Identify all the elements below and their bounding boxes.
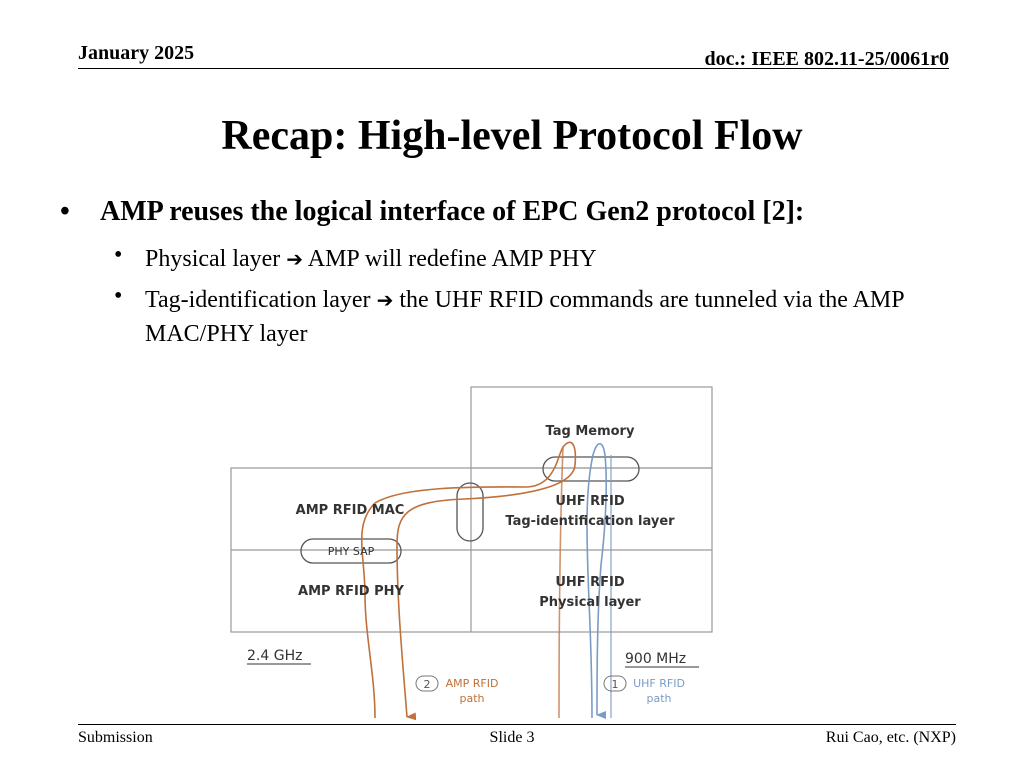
bullet-dot: •	[60, 196, 70, 227]
header-divider	[78, 68, 949, 69]
physical-layer-label: Physical layer	[539, 595, 641, 610]
sub-bullet-physical-text: AMP will redefine AMP PHY	[307, 246, 597, 272]
frequency-900mhz-label: 900 MHz	[625, 651, 686, 667]
uhf-rfid-path	[586, 442, 612, 720]
tag-memory-label: Tag Memory	[546, 424, 635, 439]
amp-rfid-path-label-2: path	[459, 692, 484, 705]
mac-tagid-sap-oval	[456, 482, 484, 542]
uhf-rfid-path-badge: 1 UHF RFID path	[603, 675, 685, 705]
tag-memory-sap-oval	[542, 456, 640, 482]
header-date: January 2025	[78, 42, 195, 64]
phy-sap-oval	[300, 538, 402, 564]
header-doc-id: doc.: IEEE 802.11-25/0061r0	[704, 48, 949, 70]
uhf-rfid-path-number: 1	[612, 678, 619, 691]
sub-bullet-physical-label: Physical layer	[145, 246, 281, 272]
amp-rfid-path-label: AMP RFID	[446, 677, 499, 690]
sub-bullet-tagid-text: the UHF RFID commands are tunneled via t…	[145, 287, 904, 347]
right-arrow-icon: ➔	[286, 247, 304, 271]
bullet-dot: •	[114, 242, 123, 268]
uhf-rfid-phy-label: UHF RFID	[555, 575, 625, 590]
amp-rfid-path	[360, 441, 577, 720]
bullet-dot: •	[114, 283, 123, 309]
footer-slide-number: Slide 3	[489, 729, 535, 746]
sub-bullet-tagid-label: Tag-identification layer	[145, 287, 371, 313]
uhf-rfid-path-label-2: path	[646, 692, 671, 705]
sap-ovals	[300, 456, 640, 564]
footer-divider	[78, 724, 956, 725]
uhf-rfid-mac-label: UHF RFID	[555, 494, 625, 509]
tag-identification-layer-label: Tag-identification layer	[505, 514, 675, 529]
phy-sap-label: PHY SAP	[328, 545, 375, 558]
right-arrow-icon: ➔	[376, 288, 394, 312]
main-bullet-text: AMP reuses the logical interface of EPC …	[100, 196, 805, 227]
uhf-rfid-path-label: UHF RFID	[633, 677, 685, 690]
amp-rfid-phy-label: AMP RFID PHY	[298, 584, 405, 599]
footer-author: Rui Cao, etc. (NXP)	[825, 729, 956, 746]
layer-grid	[230, 386, 713, 633]
amp-rfid-path-number: 2	[424, 678, 431, 691]
slide-title: Recap: High-level Protocol Flow	[221, 113, 803, 159]
protocol-flow-diagram: Tag Memory AMP RFID MAC PHY SAP AMP RFID…	[230, 386, 713, 720]
footer-submission: Submission	[78, 729, 153, 746]
amp-rfid-mac-label: AMP RFID MAC	[296, 503, 405, 518]
frequency-2-4ghz-label: 2.4 GHz	[247, 648, 302, 664]
amp-rfid-path-badge: 2 AMP RFID path	[415, 675, 499, 705]
